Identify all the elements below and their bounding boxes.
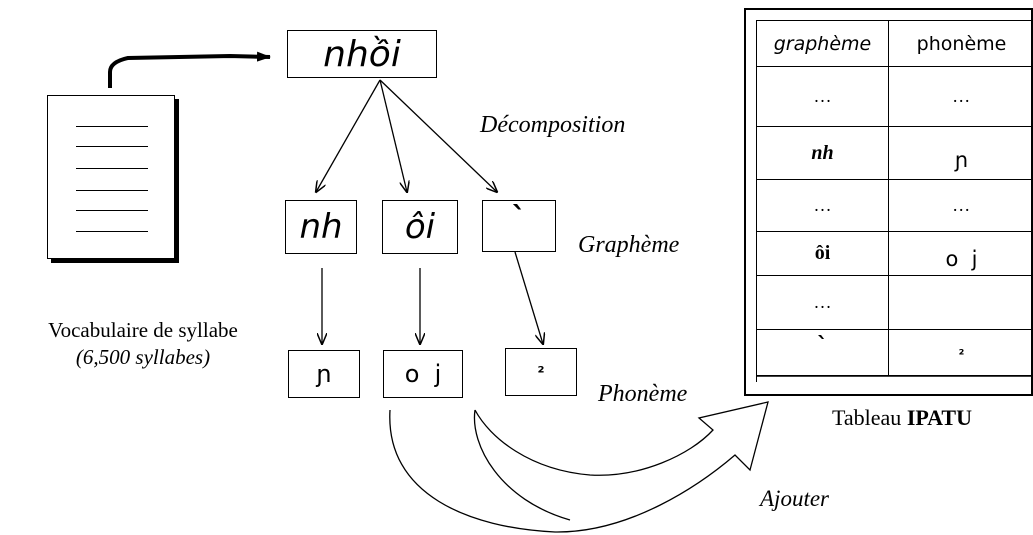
table-cell-phoneme	[889, 276, 1033, 330]
document-to-syllable-arrow	[108, 51, 271, 88]
table-header-phoneme: phonème	[889, 21, 1033, 67]
table-cell-phoneme: ɲ	[889, 127, 1033, 180]
grapheme-box-tone: `	[482, 200, 556, 252]
phoneme-box-oi: o j	[383, 350, 463, 398]
decomposition-label: Décomposition	[480, 112, 626, 138]
ipatu-table-frame	[744, 8, 1033, 396]
document-icon	[47, 95, 175, 259]
table-cell-grapheme: …	[757, 67, 889, 127]
map-arrow-tone	[514, 251, 543, 344]
vocab-label-line1: Vocabulaire de syllabe	[48, 318, 238, 342]
table-cell-grapheme: ôi	[757, 232, 889, 276]
syllable-box: nhồi	[287, 30, 437, 78]
table-header-grapheme: graphème	[757, 21, 889, 67]
grapheme-tone: `	[511, 201, 527, 236]
phoneme-nh: ɲ	[316, 360, 332, 388]
ipatu-table: graphème phonème … … nh ɲ … … ôi o j … `…	[756, 20, 1033, 382]
table-cell-phoneme: …	[889, 180, 1033, 232]
decomposition-arrow-tone	[379, 79, 497, 192]
grapheme-label: Graphème	[578, 232, 680, 258]
phoneme-box-nh: ɲ	[288, 350, 360, 398]
table-cell-grapheme: `	[757, 330, 889, 376]
phoneme-box-tone: ²	[505, 348, 577, 396]
phoneme-oi: o j	[404, 360, 442, 388]
table-cell-phoneme: …	[889, 67, 1033, 127]
grapheme-box-nh: nh	[285, 200, 357, 254]
syllable-text: nhồi	[323, 33, 401, 75]
ajouter-curved-arrow	[389, 401, 769, 533]
table-cell-phoneme: ²	[889, 330, 1033, 376]
vocab-label-line2: (6,500 syllabes)	[75, 345, 211, 369]
table-cell-grapheme: …	[757, 180, 889, 232]
table-caption-prefix: Tableau	[832, 405, 907, 430]
grapheme-oi: ôi	[404, 207, 436, 247]
grapheme-box-oi: ôi	[382, 200, 458, 254]
table-caption-name: IPATU	[906, 405, 972, 430]
ajouter-label: Ajouter	[760, 486, 829, 511]
table-cell-grapheme: nh	[757, 127, 889, 180]
table-cell-grapheme: …	[757, 276, 889, 330]
decomposition-arrow-oi	[379, 79, 407, 192]
phoneme-label: Phonème	[598, 381, 688, 407]
vocab-label: Vocabulaire de syllabe (6,500 syllabes)	[8, 318, 278, 370]
table-caption: Tableau IPATU	[832, 405, 972, 431]
grapheme-nh: nh	[299, 207, 343, 247]
decomposition-arrow-nh	[316, 79, 381, 192]
phoneme-tone: ²	[537, 362, 545, 382]
table-cell-phoneme: o j	[889, 232, 1033, 276]
